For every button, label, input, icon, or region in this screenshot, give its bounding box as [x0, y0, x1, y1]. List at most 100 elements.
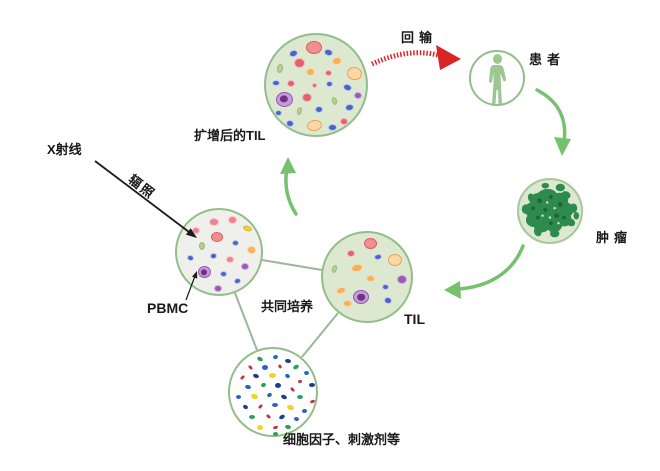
cell-orange — [305, 68, 315, 76]
cell-orange — [342, 299, 352, 307]
cell-green_rod — [276, 63, 284, 73]
cell-red_sm — [340, 117, 348, 125]
cell-blue — [285, 118, 295, 128]
cell-blue — [341, 82, 353, 92]
cell-c_blue — [265, 391, 273, 399]
cell-c_blue — [303, 371, 309, 375]
pbmc-label: PBMC — [147, 300, 189, 316]
cell-c_red — [247, 364, 253, 370]
pbmc-circle — [175, 208, 263, 296]
cell-c_blue — [283, 372, 291, 380]
cell-nucleus — [357, 293, 365, 301]
cell-c_green — [256, 355, 264, 363]
cell-c_dblue — [280, 393, 288, 401]
cell-orange — [350, 263, 364, 273]
tumor-label: 肿瘤 — [596, 230, 633, 245]
cell-purple_sm — [397, 274, 407, 284]
cell-c_blue — [271, 354, 279, 360]
til-to-expanded-arrow-head — [280, 157, 296, 174]
tumor-to-til-arrow — [456, 244, 525, 291]
cell-c_dblue — [275, 382, 281, 388]
cell-blue — [185, 254, 195, 262]
cell-pink — [209, 218, 219, 226]
cell-yellow_rod — [241, 224, 253, 232]
cell-c_green — [272, 432, 278, 436]
cell-red_sm — [287, 79, 295, 87]
cell-blue — [325, 80, 333, 88]
cell-nucleus — [279, 95, 289, 103]
cell-purple_big — [197, 266, 211, 278]
cell-pink — [226, 255, 234, 263]
cell-green_rod — [330, 264, 338, 274]
cell-red_sm — [347, 249, 355, 257]
cell-blue — [272, 80, 280, 86]
cell-c_red — [265, 413, 271, 419]
patient-to-tumor-arrow-head — [554, 137, 571, 156]
cell-c_red — [289, 386, 295, 392]
coculture-label: 共同培养 — [261, 299, 314, 314]
cell-c_dblue — [309, 383, 315, 387]
cell-c_blue — [293, 416, 299, 422]
line-til-cytokines — [301, 312, 339, 358]
patient-to-tumor-arrow — [535, 88, 567, 145]
cell-c_yellow — [285, 403, 295, 411]
cell-orange — [335, 285, 347, 295]
cell-c_red — [272, 424, 278, 430]
cell-blue — [383, 295, 393, 305]
cell-blue — [381, 284, 389, 290]
til-circle — [321, 231, 413, 323]
cell-blue — [373, 253, 383, 261]
cell-c_blue — [272, 403, 278, 407]
cell-c_yellow — [268, 372, 276, 378]
cell-red_sm — [302, 92, 312, 102]
cell-c_yellow — [257, 424, 263, 430]
cell-c_yellow — [249, 392, 259, 400]
cell-c_red — [239, 374, 245, 380]
cell-purple_big — [353, 290, 369, 304]
cell-blue — [327, 123, 337, 131]
cell-orange — [364, 273, 376, 283]
patient-label: 患者 — [529, 52, 566, 67]
cell-red_big — [363, 237, 377, 249]
expanded-til-label: 扩增后的TIL — [194, 128, 266, 143]
tumor-to-til-arrow-head — [444, 281, 461, 299]
cell-c_blue — [262, 364, 268, 370]
cell-purple_big — [275, 91, 293, 107]
line-pbmc-cytokines — [234, 292, 258, 351]
cell-pink — [192, 226, 200, 234]
cell-c_dblue — [241, 404, 249, 410]
line-pbmc-til — [261, 259, 323, 271]
cell-c_blue — [244, 384, 252, 390]
tumor-circle — [517, 178, 583, 244]
cell-orange_big — [388, 254, 402, 266]
cell-c_red — [297, 379, 303, 383]
cell-blue — [232, 277, 242, 285]
cell-orange_big — [345, 65, 363, 81]
cell-orange — [246, 246, 256, 254]
til-label: TIL — [404, 311, 425, 327]
cell-nucleus — [200, 269, 208, 275]
cell-c_dblue — [284, 358, 292, 364]
cell-purple_sm — [354, 91, 362, 99]
cell-c_red — [309, 398, 315, 404]
cell-purple_sm — [241, 262, 249, 270]
patient-circle — [469, 50, 525, 106]
cell-orange — [331, 55, 343, 67]
irradiation-label: 辐照 — [125, 171, 159, 202]
reinfusion-label: 回输 — [401, 30, 438, 45]
cell-blue — [343, 102, 355, 112]
cell-red_big — [211, 232, 223, 242]
xray-label: X射线 — [47, 142, 82, 157]
cell-orange_big — [305, 118, 323, 132]
cell-blue — [287, 48, 299, 58]
cell-green_rod — [330, 96, 338, 106]
cell-green_rod — [199, 242, 205, 250]
reinfusion-arrow-head — [436, 45, 461, 70]
cell-pink — [227, 216, 237, 224]
reinfusion-arrow — [370, 50, 443, 67]
cell-blue — [315, 105, 323, 113]
tumor-mass — [521, 182, 580, 238]
cell-blue — [209, 252, 217, 260]
cell-blue — [231, 240, 239, 246]
cell-c_green — [249, 415, 255, 419]
